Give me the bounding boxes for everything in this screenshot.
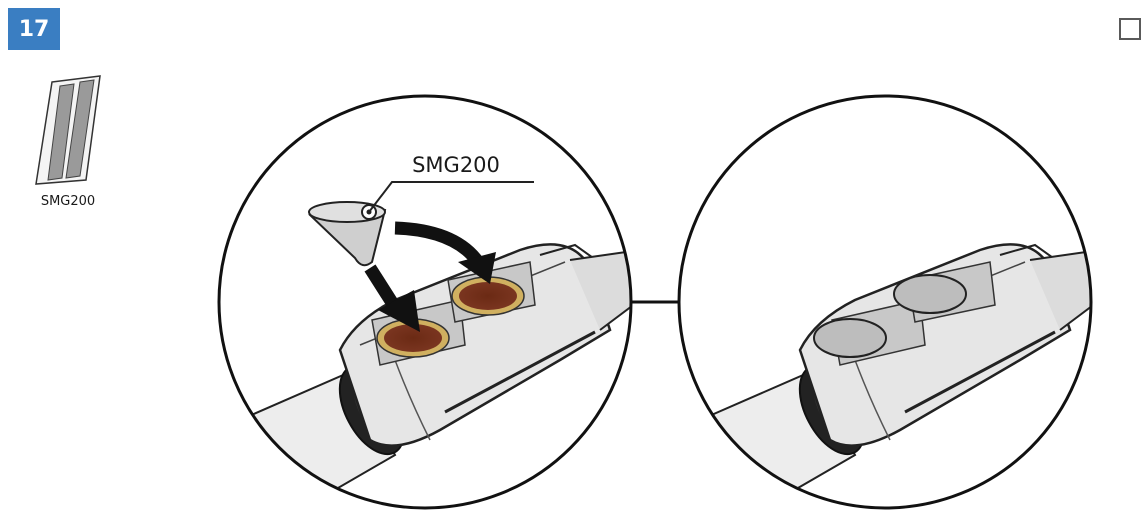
step-checkbox[interactable] <box>1119 18 1141 40</box>
callout-label: SMG200 <box>412 153 500 177</box>
detail-circle-before <box>217 94 633 510</box>
grease-sachet-icon <box>35 75 101 185</box>
step-number-badge: 17 <box>8 8 60 50</box>
part-label: SMG200 <box>41 194 95 209</box>
detail-circle-after <box>677 94 1093 510</box>
